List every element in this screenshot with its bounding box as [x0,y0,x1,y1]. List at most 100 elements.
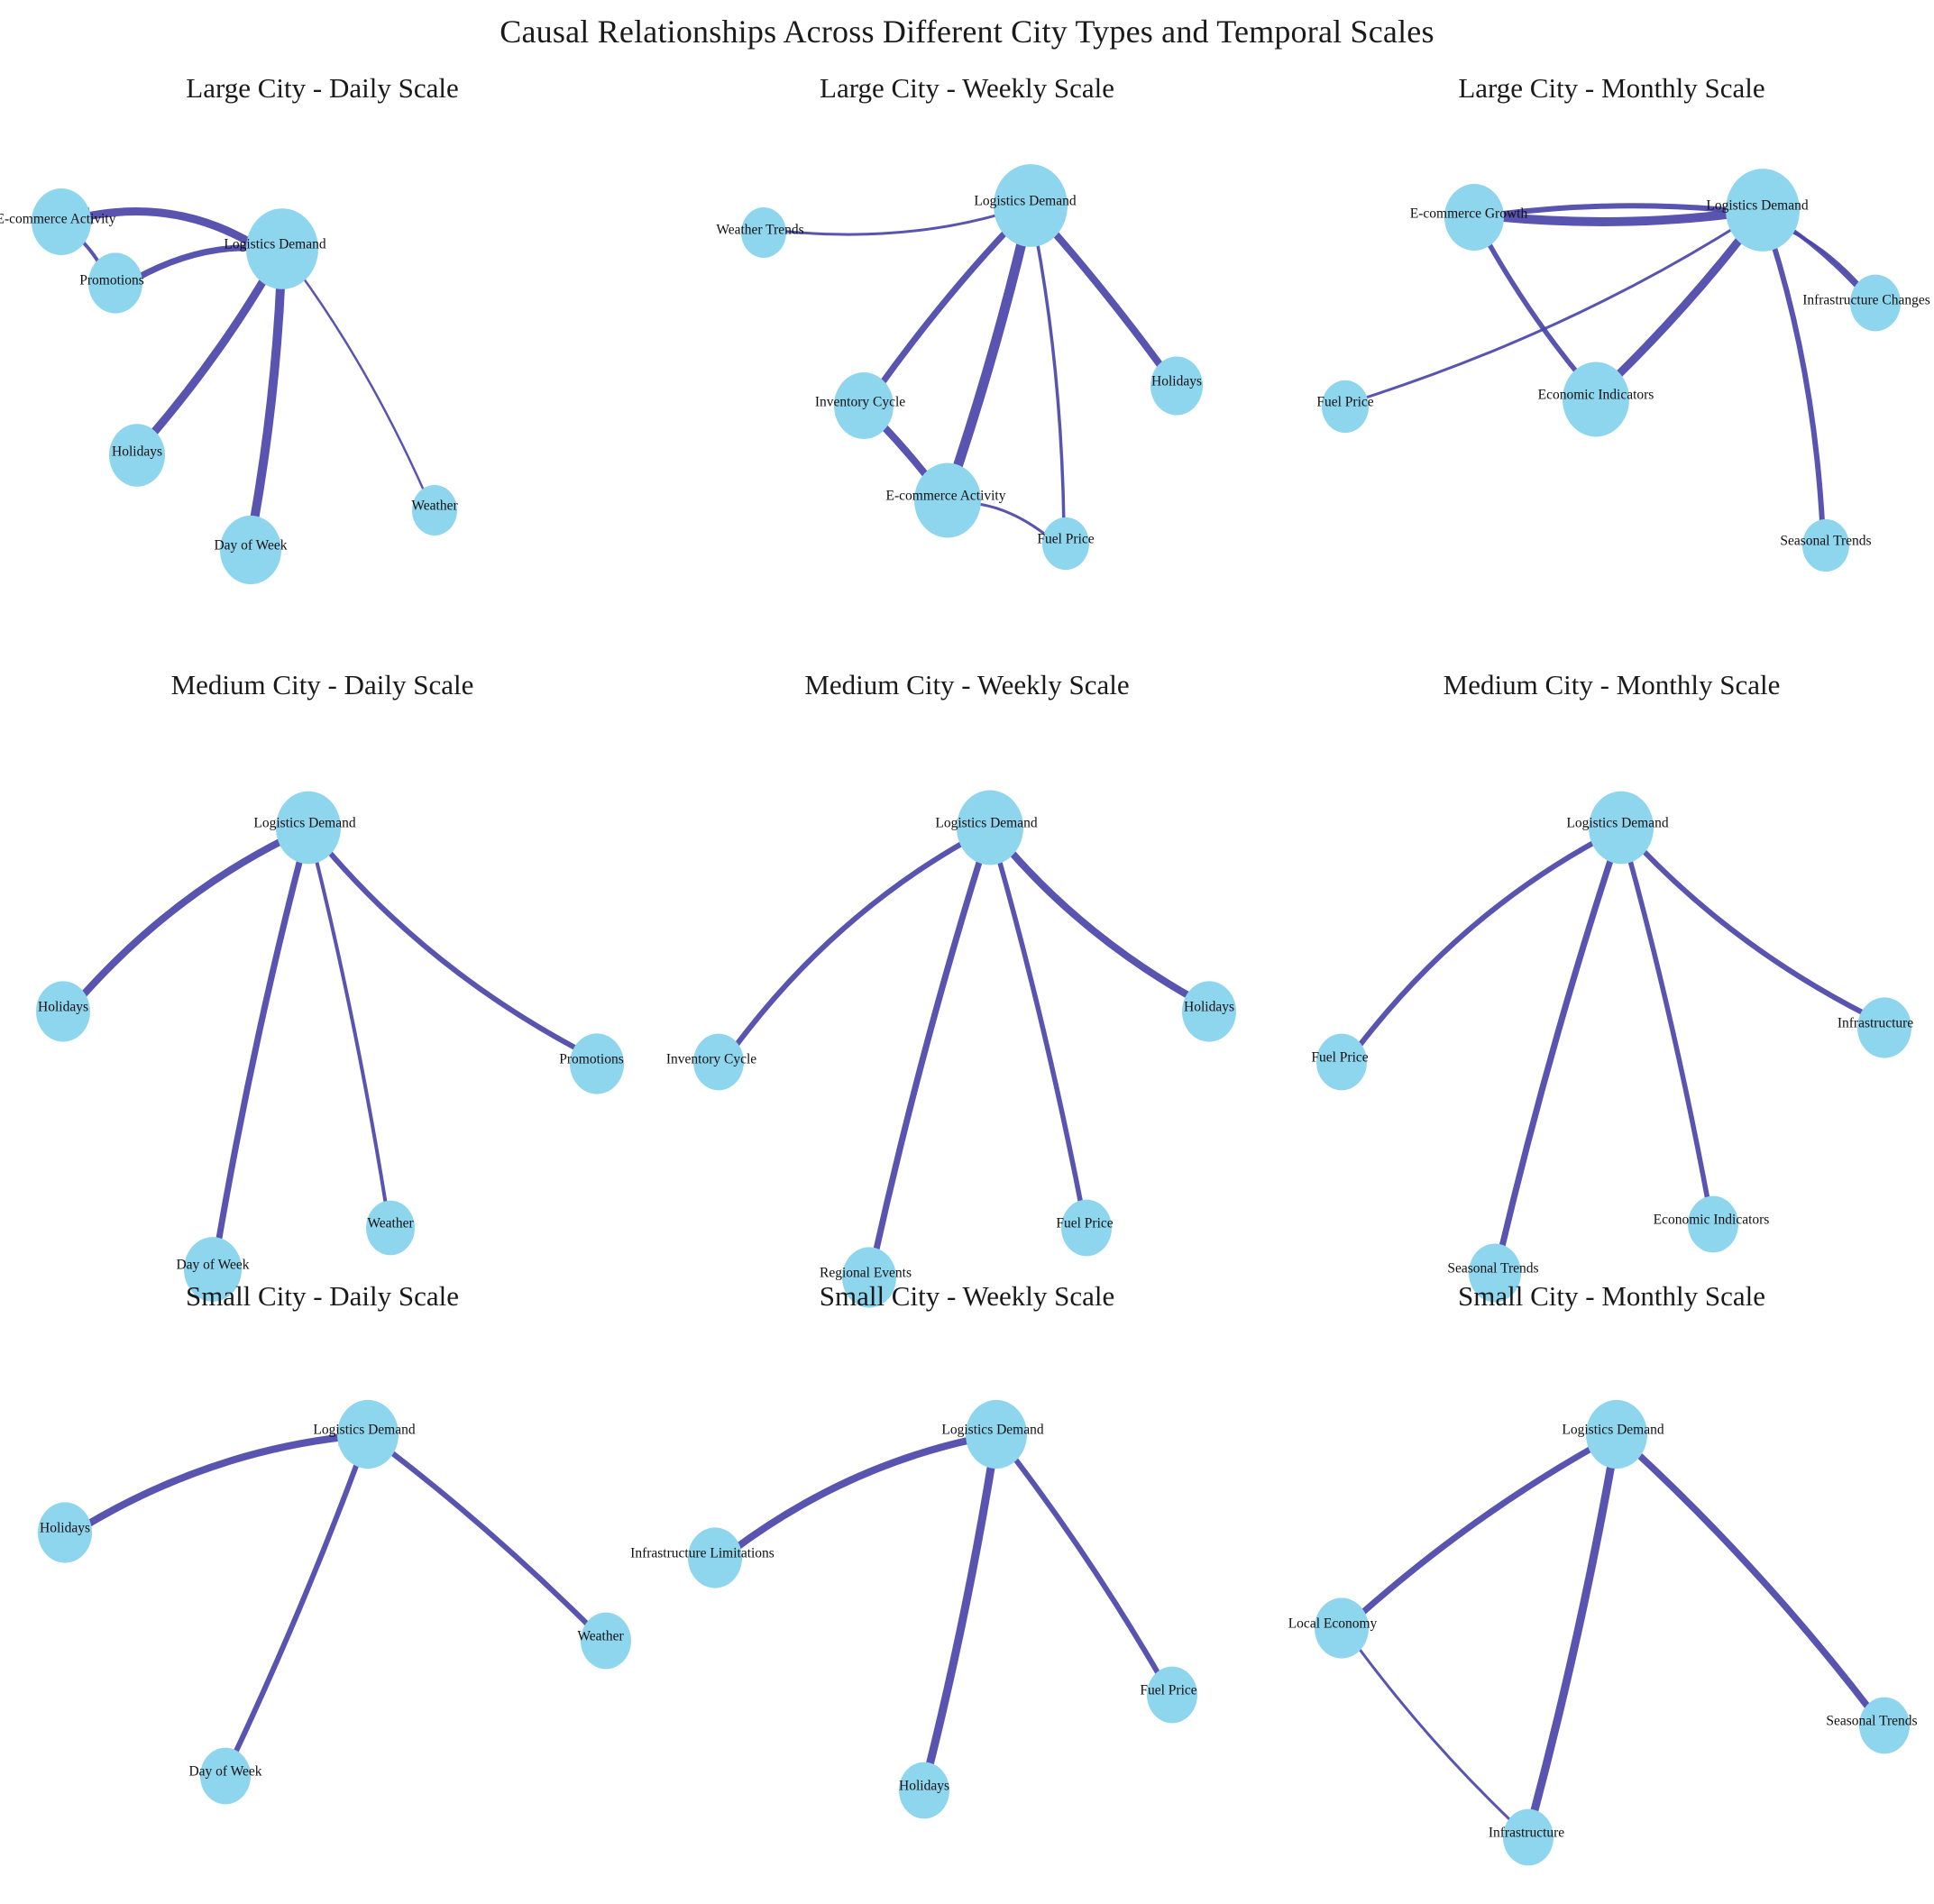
node-circle[interactable] [688,1527,742,1588]
node-circle[interactable] [741,207,786,258]
node-label: Logistics Demand [1706,198,1808,214]
graph-node[interactable]: Logistics Demand [224,208,326,289]
node-circle[interactable] [276,791,341,865]
graph-node[interactable]: Logistics Demand [253,791,356,865]
graph-node[interactable]: Seasonal Trends [1826,1697,1918,1754]
graph-node[interactable]: Holidays [109,424,165,487]
causal-edge [1631,1447,1875,1716]
graph-node[interactable]: Logistics Demand [941,1399,1044,1469]
node-circle[interactable] [1857,997,1911,1058]
graph-node[interactable]: Logistics Demand [1562,1399,1664,1469]
graph-node[interactable]: Weather [577,1612,631,1670]
node-circle[interactable] [246,208,318,289]
graph-node[interactable]: Logistics Demand [313,1399,416,1469]
node-circle[interactable] [966,1399,1027,1469]
node-circle[interactable] [834,372,894,439]
graph-node[interactable]: Economic Indicators [1538,362,1654,437]
node-circle[interactable] [1147,1666,1197,1724]
graph-node[interactable]: Fuel Price [1316,380,1374,434]
node-circle[interactable] [1802,518,1849,572]
graph-node[interactable]: Local Economy [1288,1597,1378,1659]
graph-node[interactable]: Holidays [1182,981,1236,1042]
graph-node[interactable]: Logistics Demand [1706,169,1809,252]
node-circle[interactable] [570,1033,624,1094]
graph-node[interactable]: Holidays [38,1502,92,1563]
graph-node[interactable]: Promotions [79,252,144,314]
node-circle[interactable] [366,1200,415,1256]
graph-node[interactable]: Promotions [559,1033,624,1094]
node-circle[interactable] [899,1762,949,1819]
node-circle[interactable] [88,252,142,314]
node-circle[interactable] [1150,356,1203,416]
graph-node[interactable]: Holidays [36,981,90,1042]
node-circle[interactable] [957,790,1023,865]
graph-node[interactable]: Weather [411,485,458,536]
node-circle[interactable] [412,485,457,536]
graph-node[interactable]: Weather [366,1200,415,1256]
graph-node[interactable]: Infrastructure [1838,997,1913,1058]
node-circle[interactable] [914,462,981,538]
node-circle[interactable] [1726,169,1800,252]
causal-edge [875,224,1014,392]
node-circle[interactable] [693,1033,744,1091]
node-label: Inventory Cycle [666,1052,756,1067]
node-circle[interactable] [1322,380,1369,434]
graph-node[interactable]: Day of Week [188,1747,262,1805]
graph-node[interactable]: E-commerce Activity [0,188,116,255]
node-circle[interactable] [1688,1195,1738,1253]
graph-node[interactable]: Fuel Price [1037,517,1095,571]
graph-node[interactable]: E-commerce Growth [1410,184,1528,251]
node-circle[interactable] [38,1502,92,1563]
graph-node[interactable]: Holidays [1150,356,1203,416]
node-circle[interactable] [1859,1697,1910,1754]
graph-node[interactable]: Seasonal Trends [1447,1243,1539,1303]
graph-node[interactable]: Regional Events [820,1247,912,1308]
node-circle[interactable] [1315,1597,1369,1659]
node-circle[interactable] [200,1747,251,1805]
node-circle[interactable] [1850,274,1901,332]
graph-node[interactable]: Logistics Demand [974,164,1077,247]
graph-node[interactable]: E-commerce Activity [886,462,1006,538]
graph-node[interactable]: Economic Indicators [1654,1195,1770,1253]
node-circle[interactable] [1182,981,1236,1042]
node-circle[interactable] [994,164,1068,247]
node-circle[interactable] [220,515,281,585]
node-circle[interactable] [337,1399,399,1469]
graph-node[interactable]: Logistics Demand [935,790,1038,865]
node-circle[interactable] [1589,791,1654,865]
graph-node[interactable]: Fuel Price [1056,1199,1114,1257]
graph-node[interactable]: Infrastructure Changes [1802,274,1930,332]
causal-edge [1491,209,1738,226]
graph-node[interactable]: Day of Week [176,1237,250,1302]
node-circle[interactable] [1469,1243,1521,1303]
node-circle[interactable] [581,1612,631,1670]
graph-node[interactable]: Weather Trends [716,207,804,258]
graph-node[interactable]: Inventory Cycle [815,372,905,439]
graph-node[interactable]: Fuel Price [1311,1033,1369,1091]
graph-node[interactable]: Day of Week [214,515,288,585]
node-circle[interactable] [1586,1399,1647,1469]
edge-layer [1360,203,1865,531]
node-circle[interactable] [1563,362,1629,437]
node-circle[interactable] [36,981,90,1042]
node-circle[interactable] [1316,1033,1367,1091]
graph-node[interactable]: Seasonal Trends [1780,518,1872,572]
node-circle[interactable] [842,1247,896,1308]
graph-node[interactable]: Inventory Cycle [666,1033,756,1091]
node-circle[interactable] [1042,517,1089,571]
graph-node[interactable]: Infrastructure [1489,1808,1564,1866]
node-circle[interactable] [32,188,91,255]
graph-node[interactable]: Logistics Demand [1566,791,1669,865]
node-circle[interactable] [109,424,165,487]
node-circle[interactable] [184,1237,242,1302]
graph-node[interactable]: Holidays [899,1762,949,1819]
graph-node[interactable]: Infrastructure Limitations [630,1527,775,1588]
node-circle[interactable] [1503,1808,1554,1866]
node-circle[interactable] [1444,184,1504,251]
node-label: Logistics Demand [1562,1423,1664,1438]
node-circle[interactable] [1061,1199,1112,1257]
graph-node[interactable]: Fuel Price [1140,1666,1197,1724]
